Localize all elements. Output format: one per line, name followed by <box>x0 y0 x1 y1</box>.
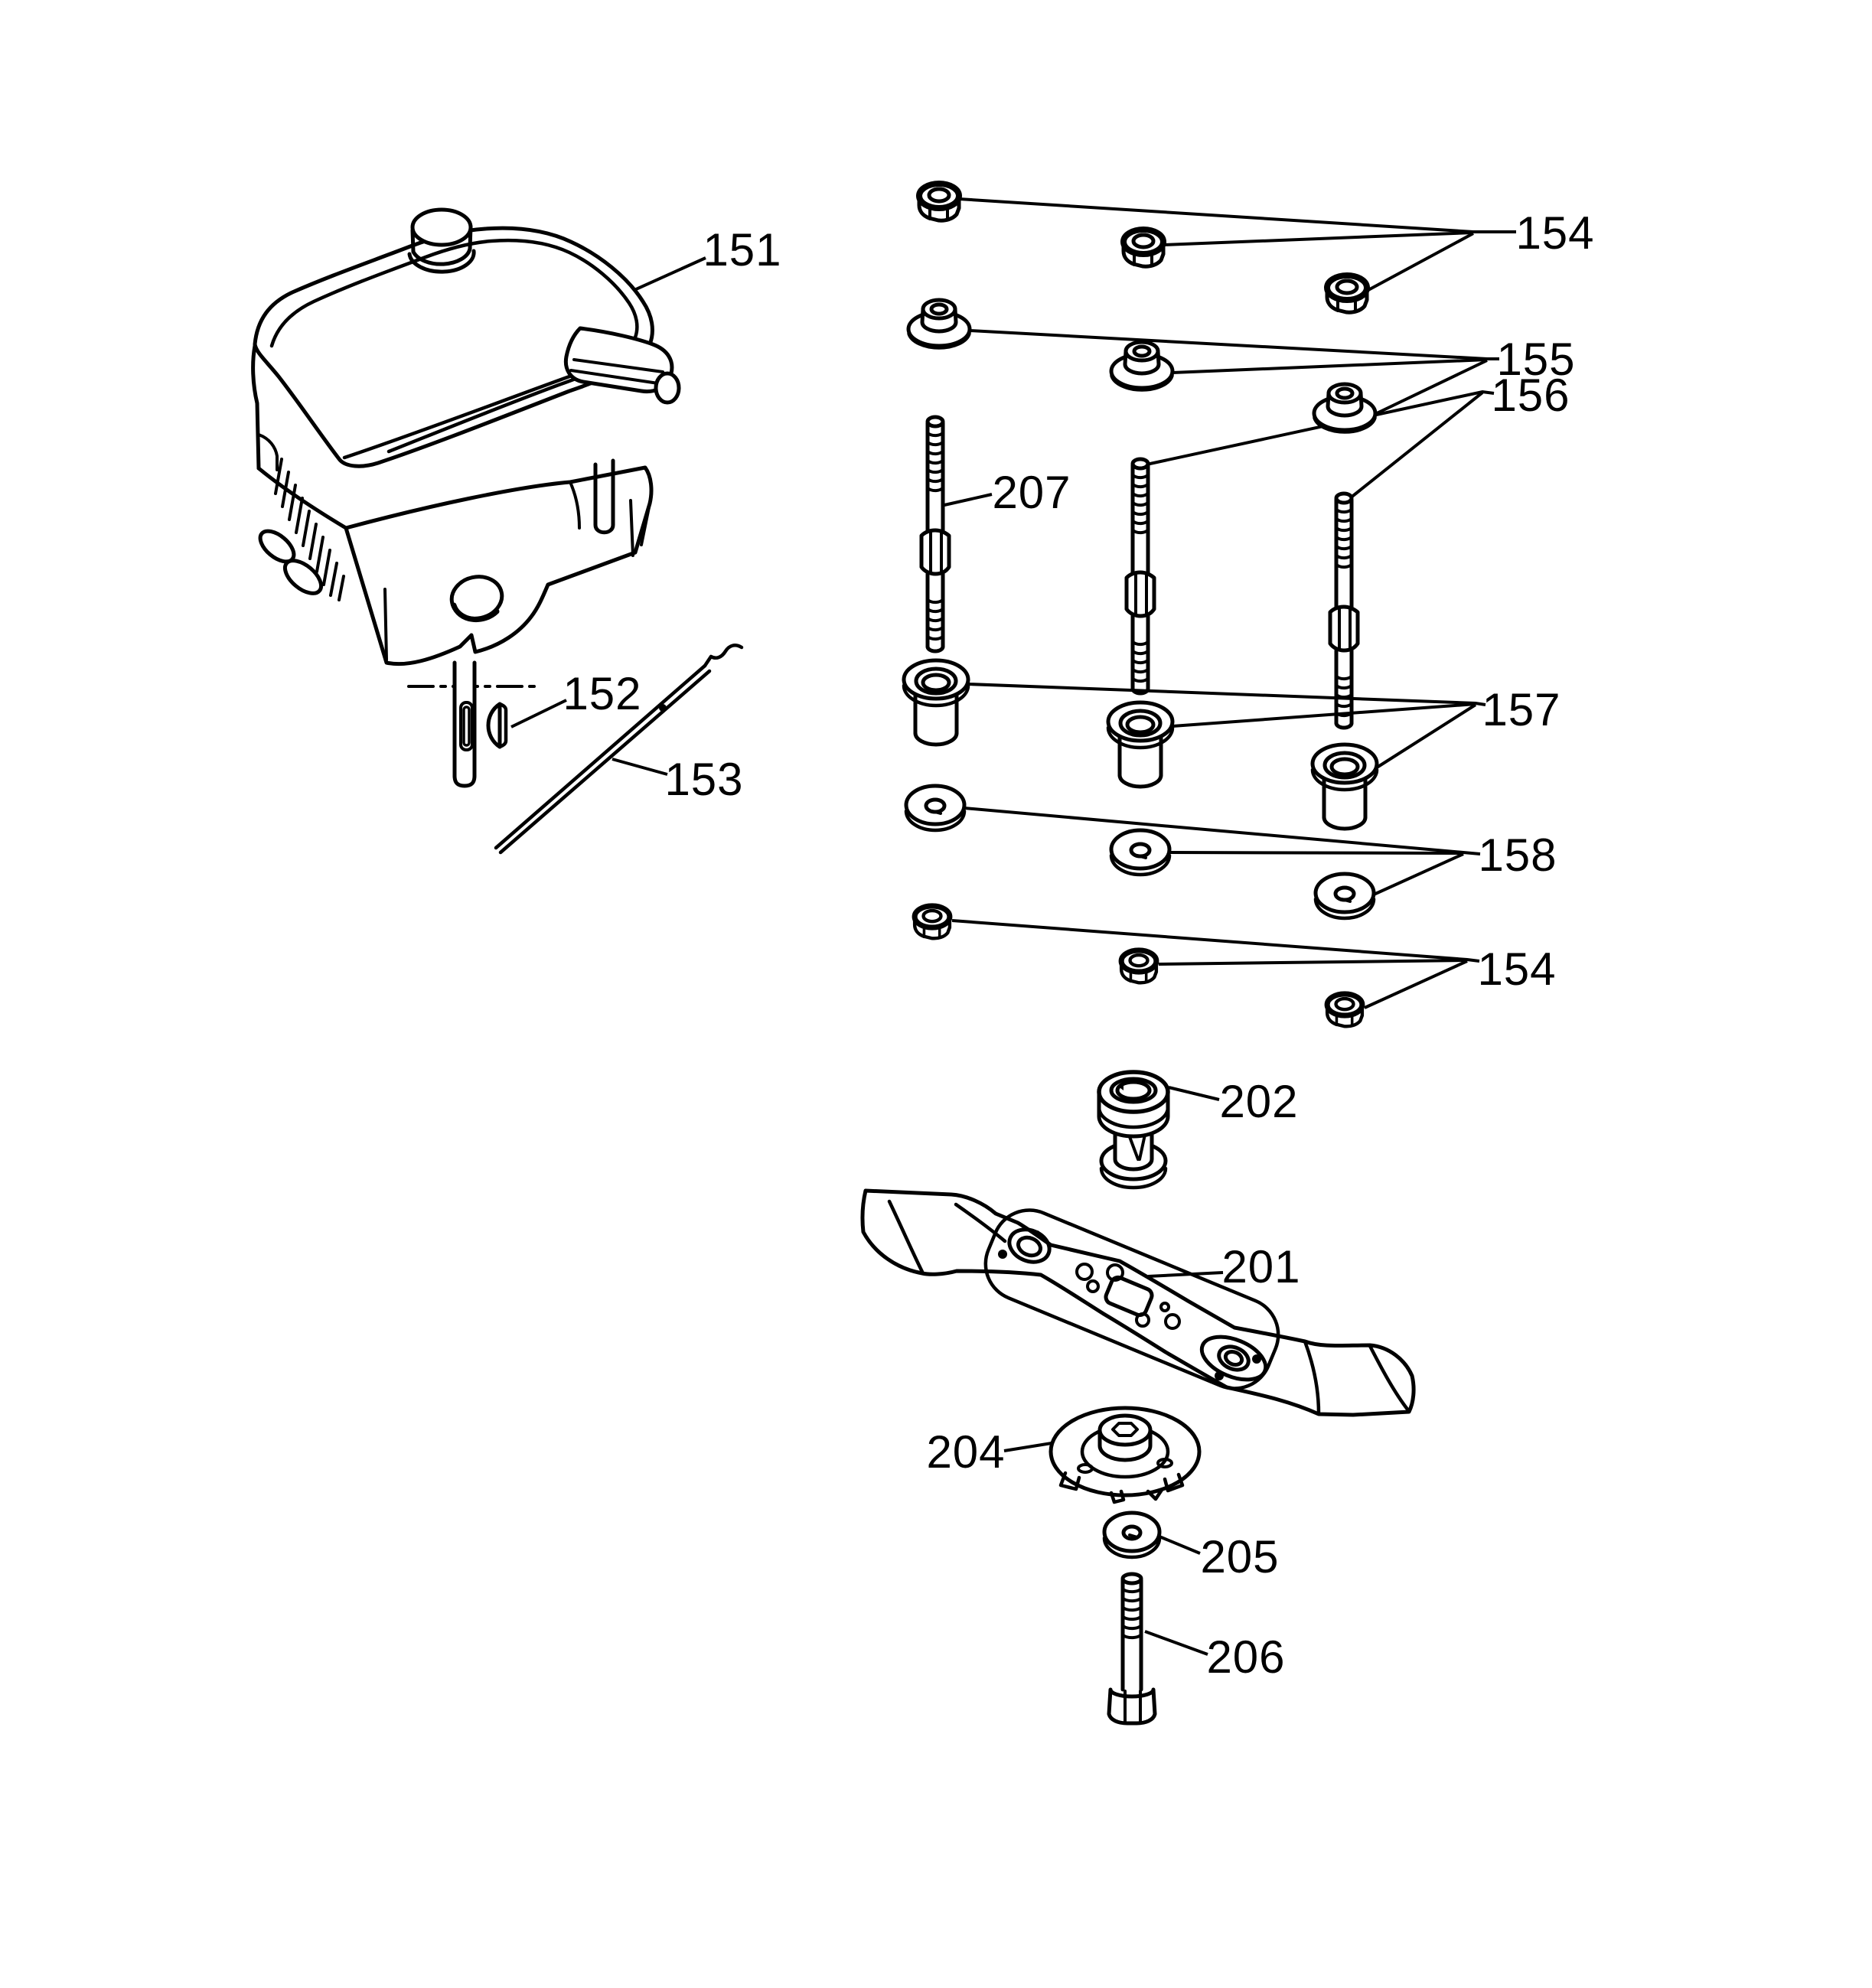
blade-center-plate <box>983 1208 1280 1390</box>
callout-154-top[interactable]: 154 <box>1515 207 1594 259</box>
part-key-152 <box>486 702 508 749</box>
leader-158-2 <box>1169 851 1464 855</box>
part-stud-156-1 <box>1127 459 1154 693</box>
leader-154-bottom-1 <box>951 919 1480 963</box>
leader-205 <box>1159 1535 1201 1555</box>
part-stud-156-2 <box>1330 494 1358 728</box>
block-channel <box>593 458 615 535</box>
callout-201[interactable]: 201 <box>1221 1241 1300 1292</box>
part-blade-adapter-202 <box>1097 1070 1170 1190</box>
part-washer-158-1 <box>906 786 964 830</box>
blade-right-fold <box>1303 1339 1411 1416</box>
part-engine-151 <box>251 207 681 788</box>
fuel-cap <box>410 207 473 247</box>
callout-151[interactable]: 151 <box>703 224 781 275</box>
leader-154-top-1 <box>958 197 1516 233</box>
callout-202[interactable]: 202 <box>1219 1076 1298 1127</box>
blade-left-fold <box>887 1199 1007 1274</box>
part-locknut-154-2 <box>1124 230 1163 266</box>
part-locknut-154-1 <box>919 184 959 220</box>
leader-202 <box>1168 1086 1220 1101</box>
part-bushing-157-1 <box>904 660 968 745</box>
part-washer-205 <box>1102 1511 1162 1559</box>
leader-156-1 <box>1146 389 1495 466</box>
cooling-fins <box>274 458 345 601</box>
blade-right-boss <box>1199 1335 1268 1382</box>
part-blade-holder-204 <box>1049 1406 1202 1504</box>
callout-leaders <box>510 197 1516 1656</box>
holder-tabs <box>1058 1471 1185 1504</box>
callout-labels: 151 152 153 154 155 156 207 157 158 154 … <box>563 207 1594 1683</box>
fuel-tank <box>253 226 654 468</box>
leader-158-1 <box>964 807 1481 855</box>
blade-silhouette <box>860 1188 1416 1417</box>
callout-205[interactable]: 205 <box>1200 1531 1279 1582</box>
blade-holes <box>1075 1263 1181 1330</box>
part-spacer-155-1 <box>908 300 970 348</box>
parts-artwork <box>251 184 1416 1726</box>
leader-201 <box>1147 1271 1224 1278</box>
holder-hex-hole <box>1111 1422 1139 1437</box>
part-nut-154-5 <box>1121 950 1156 983</box>
leader-154-top-3 <box>1366 232 1474 292</box>
part-bushing-157-2 <box>1108 702 1172 787</box>
blade-rivets <box>998 1230 1261 1380</box>
leader-155-2 <box>1172 358 1488 374</box>
leader-154-bottom-3 <box>1364 960 1468 1009</box>
part-rod-153 <box>494 644 744 855</box>
callout-154-bottom[interactable]: 154 <box>1477 943 1556 995</box>
part-nut-154-6 <box>1327 994 1362 1026</box>
part-stud-207 <box>921 417 949 651</box>
callout-152[interactable]: 152 <box>563 668 641 719</box>
leader-157-2 <box>1172 702 1476 728</box>
engine-block <box>344 465 654 666</box>
part-bushing-157-3 <box>1313 745 1377 829</box>
leader-204 <box>1003 1442 1052 1452</box>
part-blade-201 <box>860 1188 1416 1417</box>
leader-154-top-2 <box>1163 231 1474 246</box>
callout-156[interactable]: 156 <box>1491 370 1570 421</box>
leader-155-3 <box>1375 359 1488 416</box>
leader-207 <box>944 493 993 507</box>
bolt-head <box>1107 1687 1157 1726</box>
leader-156-2 <box>1349 391 1484 500</box>
leader-153 <box>611 758 668 776</box>
mount-lug <box>282 559 324 595</box>
part-bolt-206 <box>1107 1572 1157 1726</box>
leader-157-3 <box>1375 703 1477 769</box>
leader-154-bottom-2 <box>1158 959 1468 966</box>
callout-153[interactable]: 153 <box>664 754 743 805</box>
part-spacer-155-3 <box>1314 384 1375 432</box>
part-locknut-154-3 <box>1327 275 1367 312</box>
part-nut-154-4 <box>915 906 950 938</box>
leader-152 <box>510 699 567 728</box>
leader-157-1 <box>967 683 1486 706</box>
part-spacer-155-2 <box>1111 342 1172 390</box>
part-washer-158-3 <box>1316 874 1374 918</box>
callout-158[interactable]: 158 <box>1478 829 1557 881</box>
leader-206 <box>1144 1630 1208 1656</box>
callout-155[interactable]: 155 <box>1496 334 1575 385</box>
part-washer-158-2 <box>1111 830 1169 875</box>
leader-158-3 <box>1373 852 1464 896</box>
callout-157[interactable]: 157 <box>1482 684 1561 735</box>
leader-155-1 <box>969 329 1499 360</box>
blade-center-hole <box>1104 1275 1154 1318</box>
callout-204[interactable]: 204 <box>926 1426 1005 1478</box>
callout-207[interactable]: 207 <box>992 467 1071 518</box>
callout-206[interactable]: 206 <box>1206 1631 1285 1683</box>
